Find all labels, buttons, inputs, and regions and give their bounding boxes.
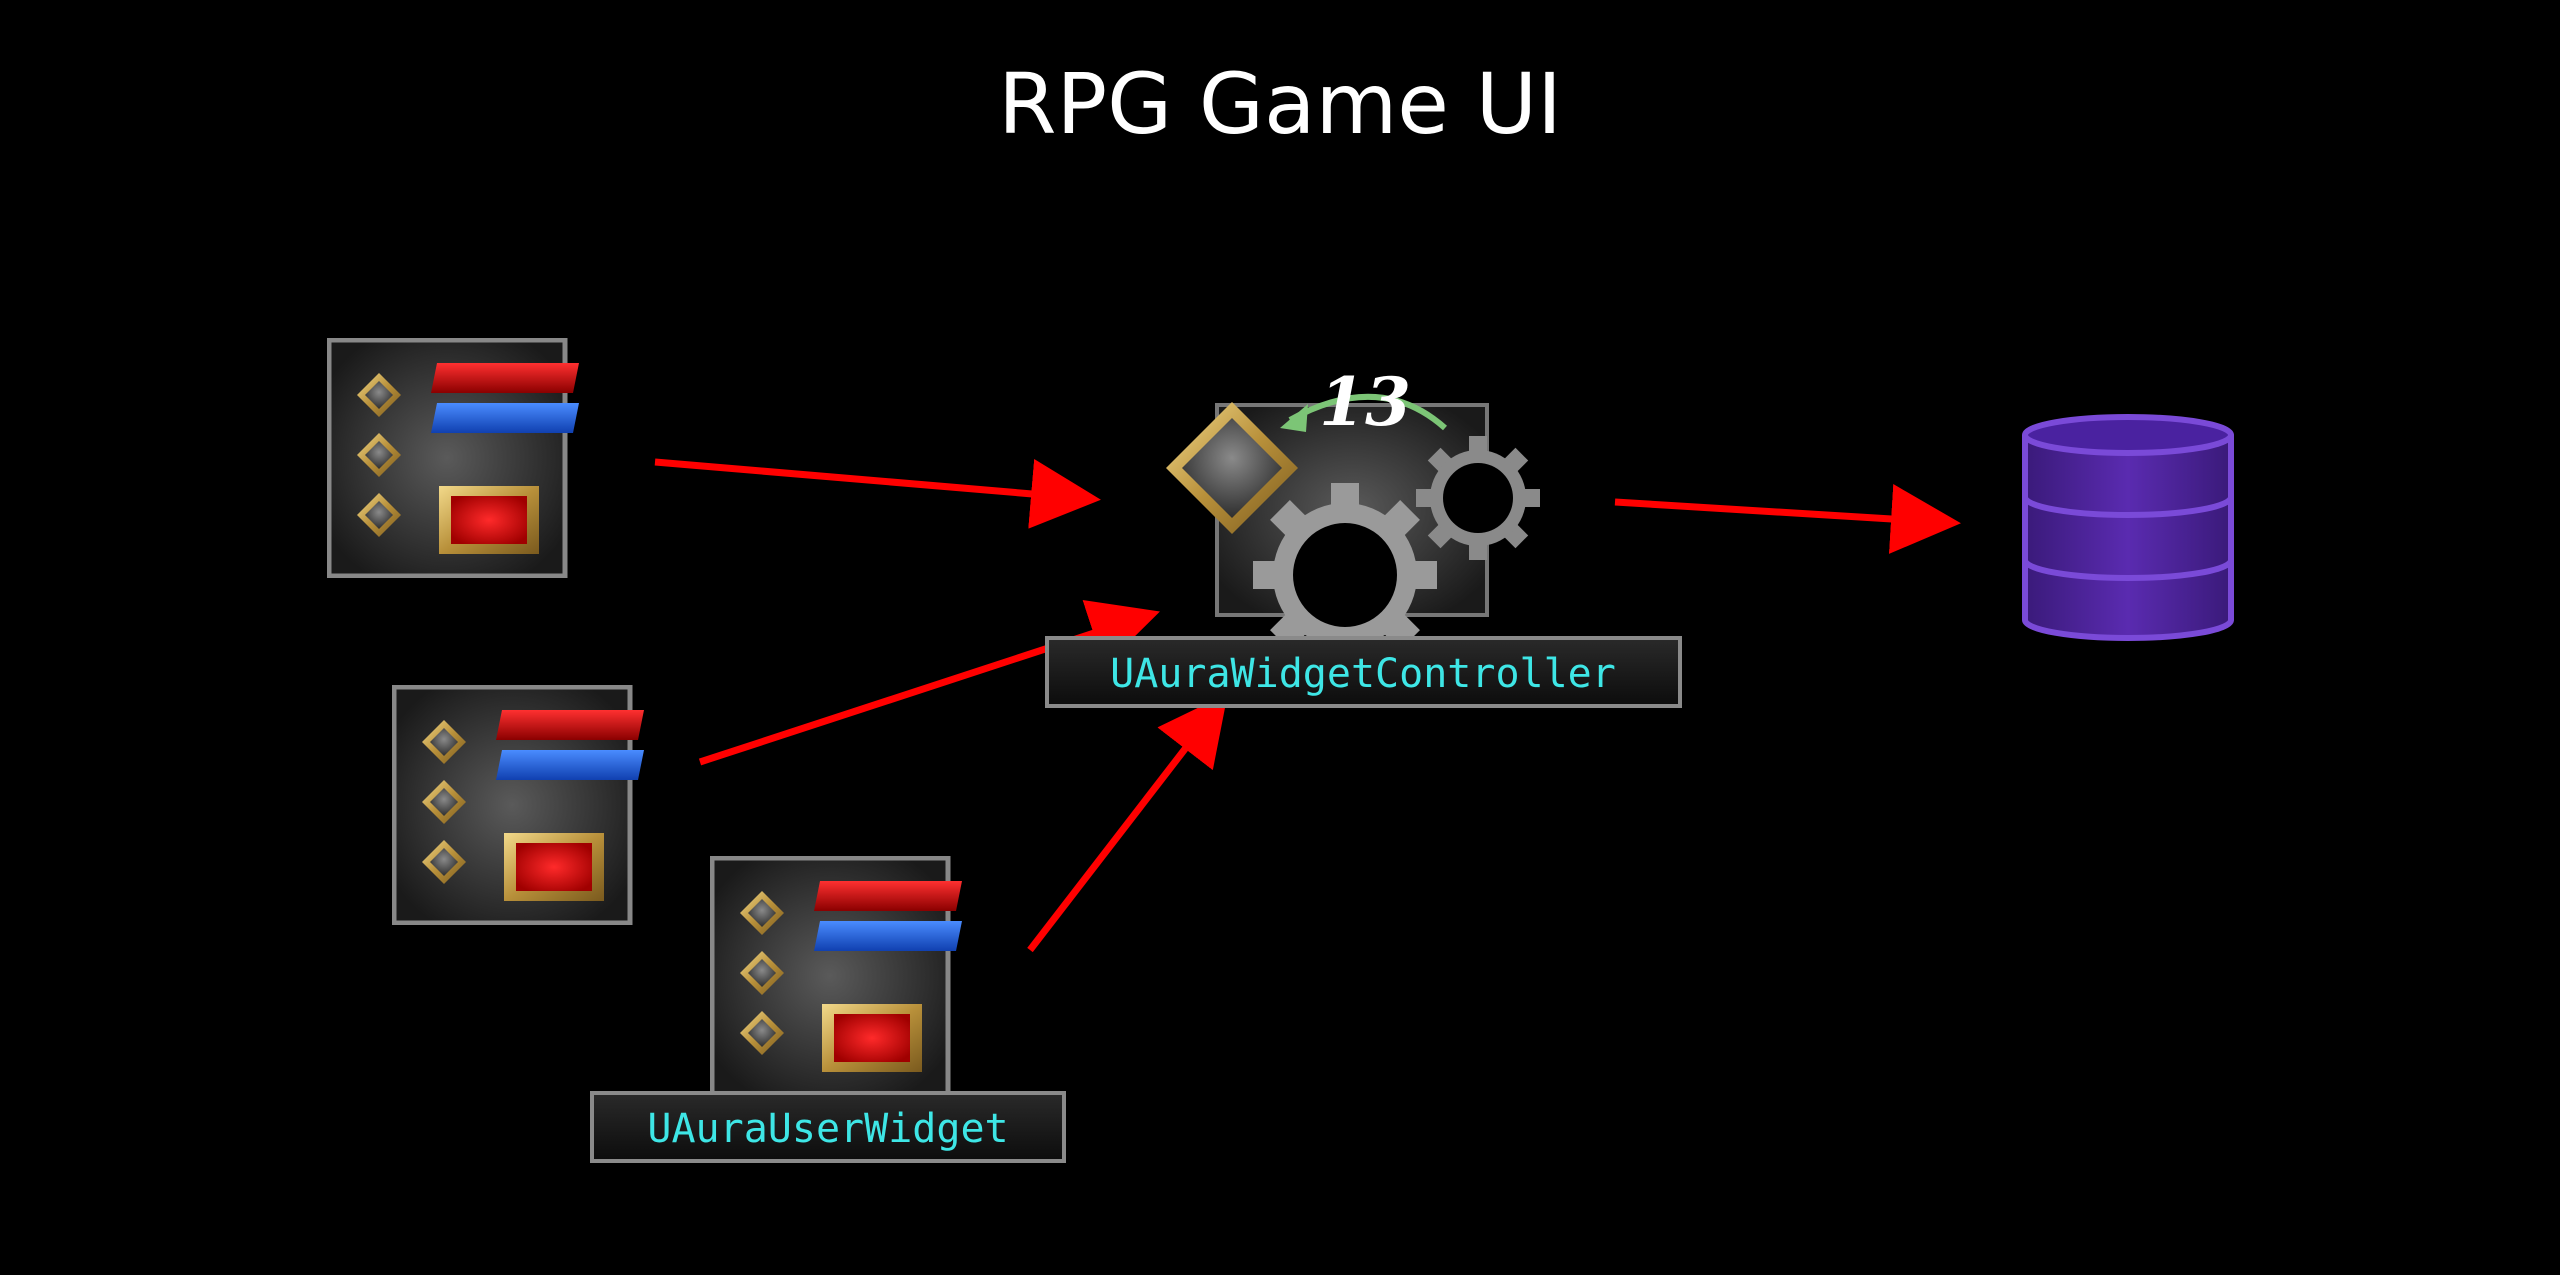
step-number: 13	[1319, 363, 1411, 441]
arrow-widget3-to-controller	[1027, 693, 1228, 953]
controller-gears-icon	[1166, 393, 1540, 667]
widget-panel-icon	[329, 340, 579, 576]
diagram-title: RPG Game UI	[998, 55, 1562, 153]
controller-label-box: UAuraWidgetController	[1045, 636, 1682, 708]
arrow-controller-to-database	[1614, 484, 1961, 554]
user-widget-label: UAuraUserWidget	[647, 1106, 1008, 1152]
database-icon	[2022, 414, 2234, 641]
widget-panel-icon	[394, 687, 644, 923]
controller-label: UAuraWidgetController	[1110, 651, 1616, 697]
widget-panel-icon	[712, 858, 962, 1094]
arrow-widget1-to-controller	[654, 458, 1101, 529]
user-widget-label-box: UAuraUserWidget	[590, 1091, 1066, 1163]
return-arrow-icon	[1288, 393, 1447, 431]
